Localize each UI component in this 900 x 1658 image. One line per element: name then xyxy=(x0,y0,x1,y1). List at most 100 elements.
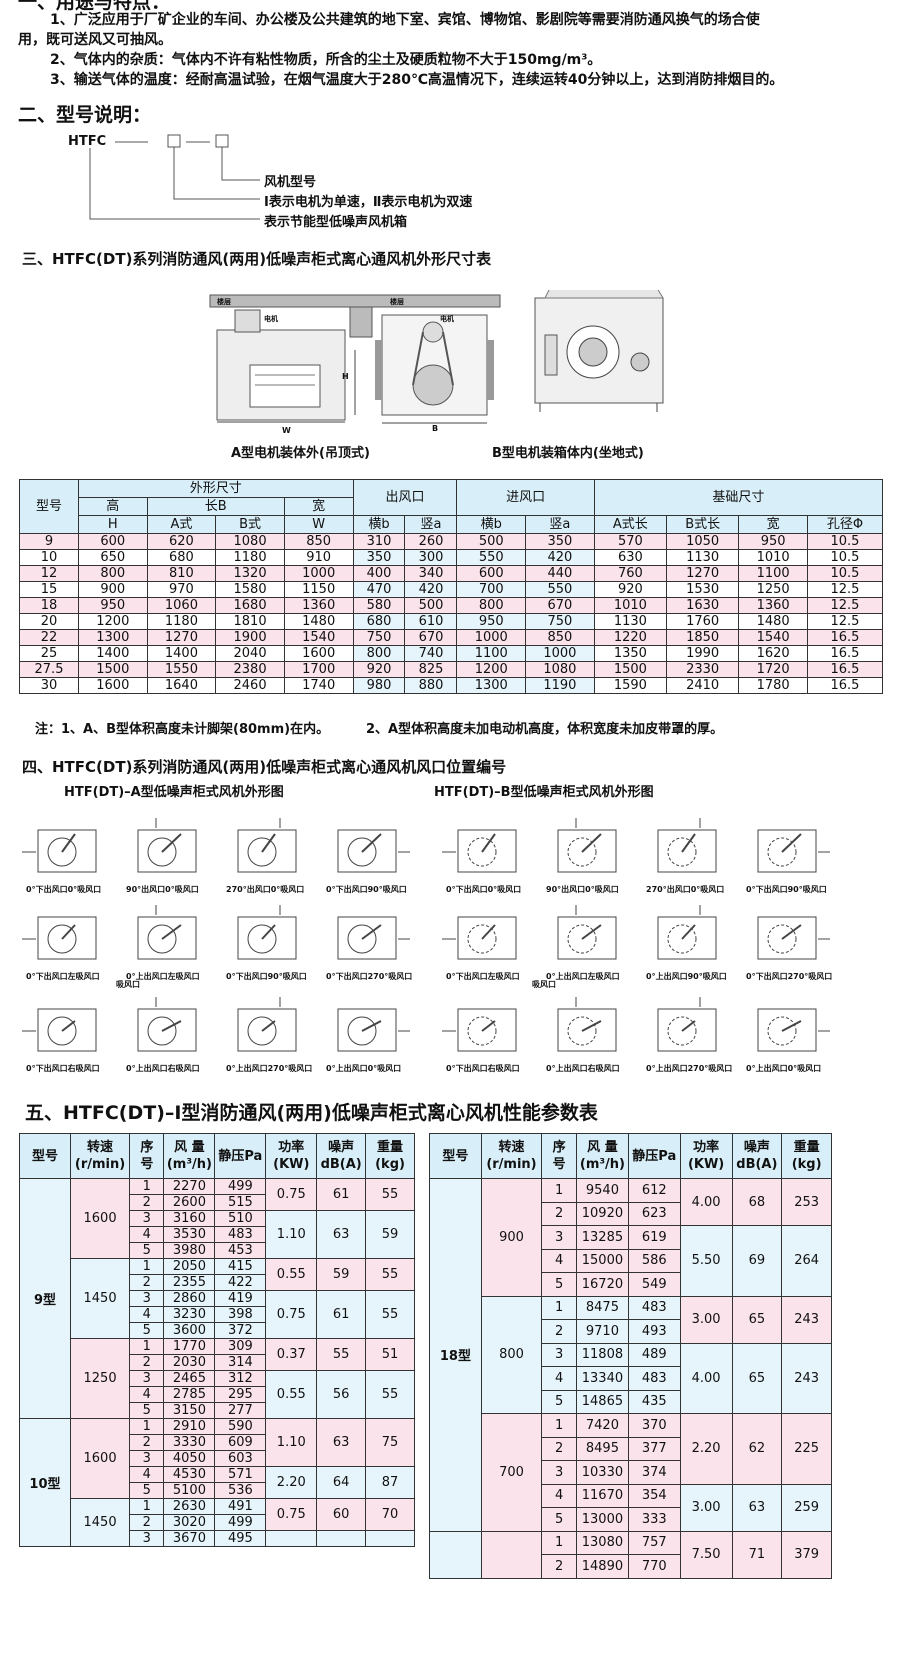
dimension-cell: 1640 xyxy=(146,677,217,694)
perf-pressure-cell: 312 xyxy=(214,1370,267,1387)
fan-position-icon xyxy=(237,818,297,873)
dimension-cell: 2410 xyxy=(665,677,740,694)
position-caption: 0°下出风口右吸风口 xyxy=(446,1064,520,1073)
dimension-cell: 760 xyxy=(593,565,668,582)
sub-base-b: B式长 xyxy=(665,515,740,534)
perf-kw-cell: 3.00 xyxy=(679,1295,733,1344)
perf-airflow-cell: 13285 xyxy=(576,1225,629,1250)
dimension-cell: 300 xyxy=(404,549,458,566)
perf-kw-cell xyxy=(265,1530,318,1547)
position-caption: 0°下出风口左吸风口 xyxy=(446,972,520,981)
sub-in-a: 竖a xyxy=(525,515,595,534)
perf-model-cell: 10型 xyxy=(19,1418,71,1547)
perf-db-cell: 61 xyxy=(316,1178,367,1211)
fan-position-icon xyxy=(137,997,197,1052)
feature-item-1: 1、广泛应用于厂矿企业的车间、办公楼及公共建筑的地下室、宾馆、博物馆、影剧院等需… xyxy=(50,12,760,28)
position-caption: 0°上出风口270°吸风口 xyxy=(646,1064,733,1073)
perf-seq-cell: 3 xyxy=(129,1450,165,1467)
perf-seq-cell: 4 xyxy=(129,1386,165,1403)
perf-db-cell: 65 xyxy=(731,1295,783,1344)
perf-pressure-cell: 510 xyxy=(214,1210,267,1227)
perf-db-cell: 61 xyxy=(316,1290,367,1339)
perf-seq-cell: 2 xyxy=(129,1434,165,1451)
perf-db-cell: 60 xyxy=(316,1498,367,1531)
note-1: 注：1、A、B型体积高度未计脚架(80mm)在内。 xyxy=(35,722,330,737)
perf-airflow-cell: 3330 xyxy=(163,1434,216,1451)
perf-seq-cell: 1 xyxy=(129,1258,165,1275)
dimension-cell: 1630 xyxy=(665,597,740,614)
fan-position-icon xyxy=(137,905,197,960)
perf-kw-cell: 7.50 xyxy=(679,1530,733,1579)
position-caption: 0°下出风口90°吸风口 xyxy=(226,972,307,981)
perf-pressure-cell: 536 xyxy=(214,1482,267,1499)
dimension-cell: 680 xyxy=(352,613,406,630)
dimension-cell: 980 xyxy=(352,677,406,694)
dimension-cell: 1180 xyxy=(146,613,217,630)
perf-airflow-cell: 3150 xyxy=(163,1402,216,1419)
dimension-cell: 970 xyxy=(146,581,217,598)
dimension-cell: 340 xyxy=(404,565,458,582)
dimension-cell: 2460 xyxy=(215,677,285,694)
perf-seq-cell: 2 xyxy=(541,1436,578,1461)
perf-airflow-cell: 3160 xyxy=(163,1210,216,1227)
dimension-cell: 620 xyxy=(146,533,217,550)
height-label: H xyxy=(342,372,349,381)
fan-outline-figure xyxy=(209,290,664,424)
motor-label-b: 电机 xyxy=(440,315,454,323)
feature-item-2: 2、气体内的杂质：气体内不许有粘性物质，所含的尘土及硬质粒物不大于150mg/m… xyxy=(50,52,602,68)
perf-seq-cell: 1 xyxy=(541,1413,578,1438)
perf-pressure-cell: 483 xyxy=(214,1226,267,1243)
col-model: 型号 xyxy=(19,479,79,534)
perf-seq-cell: 4 xyxy=(541,1248,578,1273)
dimension-cell: 750 xyxy=(352,629,406,646)
perf-pressure-cell: 489 xyxy=(627,1342,681,1367)
perf-seq-cell: 1 xyxy=(129,1178,165,1195)
sub-hole: 孔径Φ xyxy=(806,515,884,534)
fan-position-icon xyxy=(657,905,717,960)
position-caption: 90°出风口0°吸风口 xyxy=(126,885,199,894)
dimension-cell: 1190 xyxy=(525,677,595,694)
perf-seq-cell: 3 xyxy=(541,1225,578,1250)
perf-kw-cell: 2.20 xyxy=(679,1413,733,1485)
perf-airflow-cell: 10330 xyxy=(576,1460,629,1485)
dimension-table: 型号 外形尺寸 出风口 进风口 基础尺寸 高 长B 宽 H A式 B式 W 横b… xyxy=(19,479,884,694)
perf-kg-cell: 379 xyxy=(781,1530,832,1579)
dimension-cell: 1270 xyxy=(665,565,740,582)
perf-airflow-cell: 3980 xyxy=(163,1242,216,1259)
sub-out-b: 横b xyxy=(352,515,406,534)
perf-seq-cell: 5 xyxy=(129,1482,165,1499)
dimension-cell: 1620 xyxy=(738,645,808,662)
model-code-diagram xyxy=(89,134,260,220)
dimension-cell: 1000 xyxy=(456,629,527,646)
perf-db-cell xyxy=(316,1530,367,1547)
sub-base-w: 宽 xyxy=(738,515,808,534)
perf-kw-cell: 4.00 xyxy=(679,1342,733,1414)
perf-pressure-cell: 277 xyxy=(214,1402,267,1419)
col-width: 宽 xyxy=(283,497,354,516)
perf-kw-cell: 0.75 xyxy=(265,1290,318,1339)
dimension-cell: 1590 xyxy=(593,677,668,694)
motor-label-a: 电机 xyxy=(264,315,278,323)
dimension-cell: 1740 xyxy=(283,677,354,694)
dimension-cell: 1220 xyxy=(593,629,668,646)
perf-seq-cell: 5 xyxy=(541,1507,578,1532)
perf-speed-cell: 1600 xyxy=(69,1178,131,1259)
perf-kg-cell: 243 xyxy=(781,1295,832,1344)
perf-seq-cell: 1 xyxy=(129,1338,165,1355)
dimension-cell: 500 xyxy=(456,533,527,550)
perf-header-cell: 转速 (r/min) xyxy=(69,1133,131,1179)
model-heading: 二、型号说明： xyxy=(18,104,152,126)
position-caption: 0°上出风口0°吸风口 xyxy=(326,1064,402,1073)
dimension-cell: 16.5 xyxy=(806,677,884,694)
dimension-cell: 10.5 xyxy=(806,565,884,582)
dimension-cell: 420 xyxy=(525,549,595,566)
